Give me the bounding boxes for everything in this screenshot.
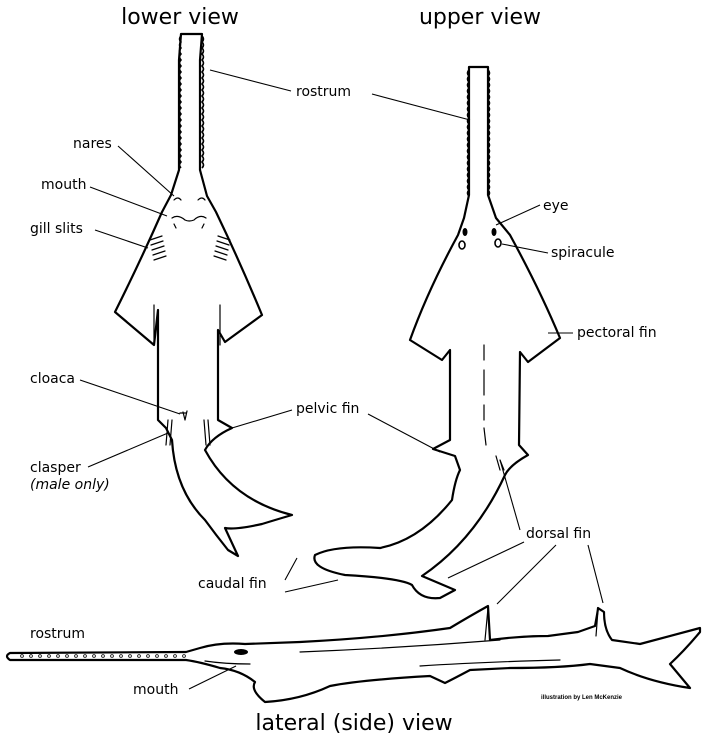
leader-caudal-fin-lower [285,558,297,580]
lateral-view-body-outline [7,606,700,702]
label-eye: eye [543,198,569,214]
label-pectoral-fin: pectoral fin [577,325,657,341]
upper-view-fish [314,67,560,598]
label-mouth-side: mouth [133,682,178,698]
label-cloaca: cloaca [30,371,75,387]
label-gill-slits: gill slits [30,221,83,237]
label-clasper-note: (male only) [30,477,110,493]
lateral-view-title: lateral (side) view [255,711,452,736]
leader-eye [496,205,540,225]
label-spiracule: spiracule [551,245,614,261]
leader-dorsal-fin-lower [448,542,524,578]
leader-clasper [88,433,168,467]
leader-pelvic-fin-upper [368,414,440,452]
leader-pelvic-fin-lower [232,410,292,428]
leader-rostrum-lower [210,70,291,91]
illustration-credit: illustration by Len McKenzie [541,695,623,701]
label-nares: nares [73,136,112,152]
lower-view-title: lower view [121,5,239,30]
upper-view-body-outline [314,67,560,598]
leader-dorsal-fin-upper [500,460,520,530]
leader-caudal-fin-upper [285,580,338,592]
leader-mouth-lower [90,187,167,216]
leader-rostrum-upper [372,94,470,120]
upper-eye-left [463,228,468,236]
label-rostrum-side: rostrum [30,626,85,642]
leader-dorsal-fin-lateral-1 [497,545,556,604]
label-dorsal-fin: dorsal fin [526,526,591,542]
label-clasper: clasper [30,460,81,476]
lateral-eye [234,649,248,655]
upper-eye-right [492,228,497,236]
leader-nares [118,146,174,196]
lateral-view-fish [7,606,700,702]
upper-view-title: upper view [419,5,541,30]
leader-mouth-side [189,666,236,689]
label-caudal-fin: caudal fin [198,576,267,592]
leader-gill-slits [95,230,148,248]
label-mouth-lower: mouth [41,177,86,193]
lower-view-fish [115,34,292,556]
leader-dorsal-fin-lateral-2 [588,545,603,603]
label-rostrum-top: rostrum [296,84,351,100]
label-pelvic-fin: pelvic fin [296,401,359,417]
